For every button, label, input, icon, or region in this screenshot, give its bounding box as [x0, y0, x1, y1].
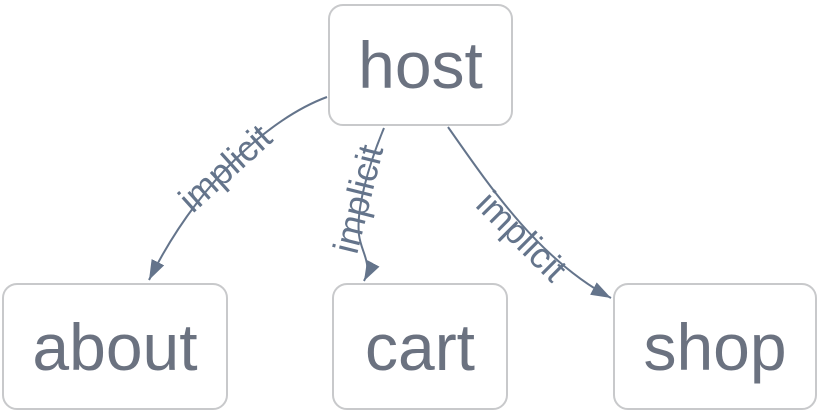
edge-label-host-shop: implicit [469, 183, 576, 290]
node-cart-label: cart [364, 309, 476, 384]
node-about[interactable]: about [2, 283, 228, 410]
edge-host-shop[interactable] [447, 126, 612, 299]
node-host[interactable]: host [328, 4, 513, 126]
node-cart[interactable]: cart [332, 283, 508, 410]
node-shop[interactable]: shop [613, 283, 817, 410]
node-shop-label: shop [643, 309, 787, 384]
edge-label-host-about: implicit [170, 116, 279, 220]
edge-host-cart[interactable] [357, 127, 385, 282]
edge-host-about[interactable] [148, 96, 328, 281]
node-host-label: host [358, 28, 483, 102]
edge-label-host-cart: implicit [325, 141, 391, 258]
node-about-label: about [32, 309, 198, 384]
